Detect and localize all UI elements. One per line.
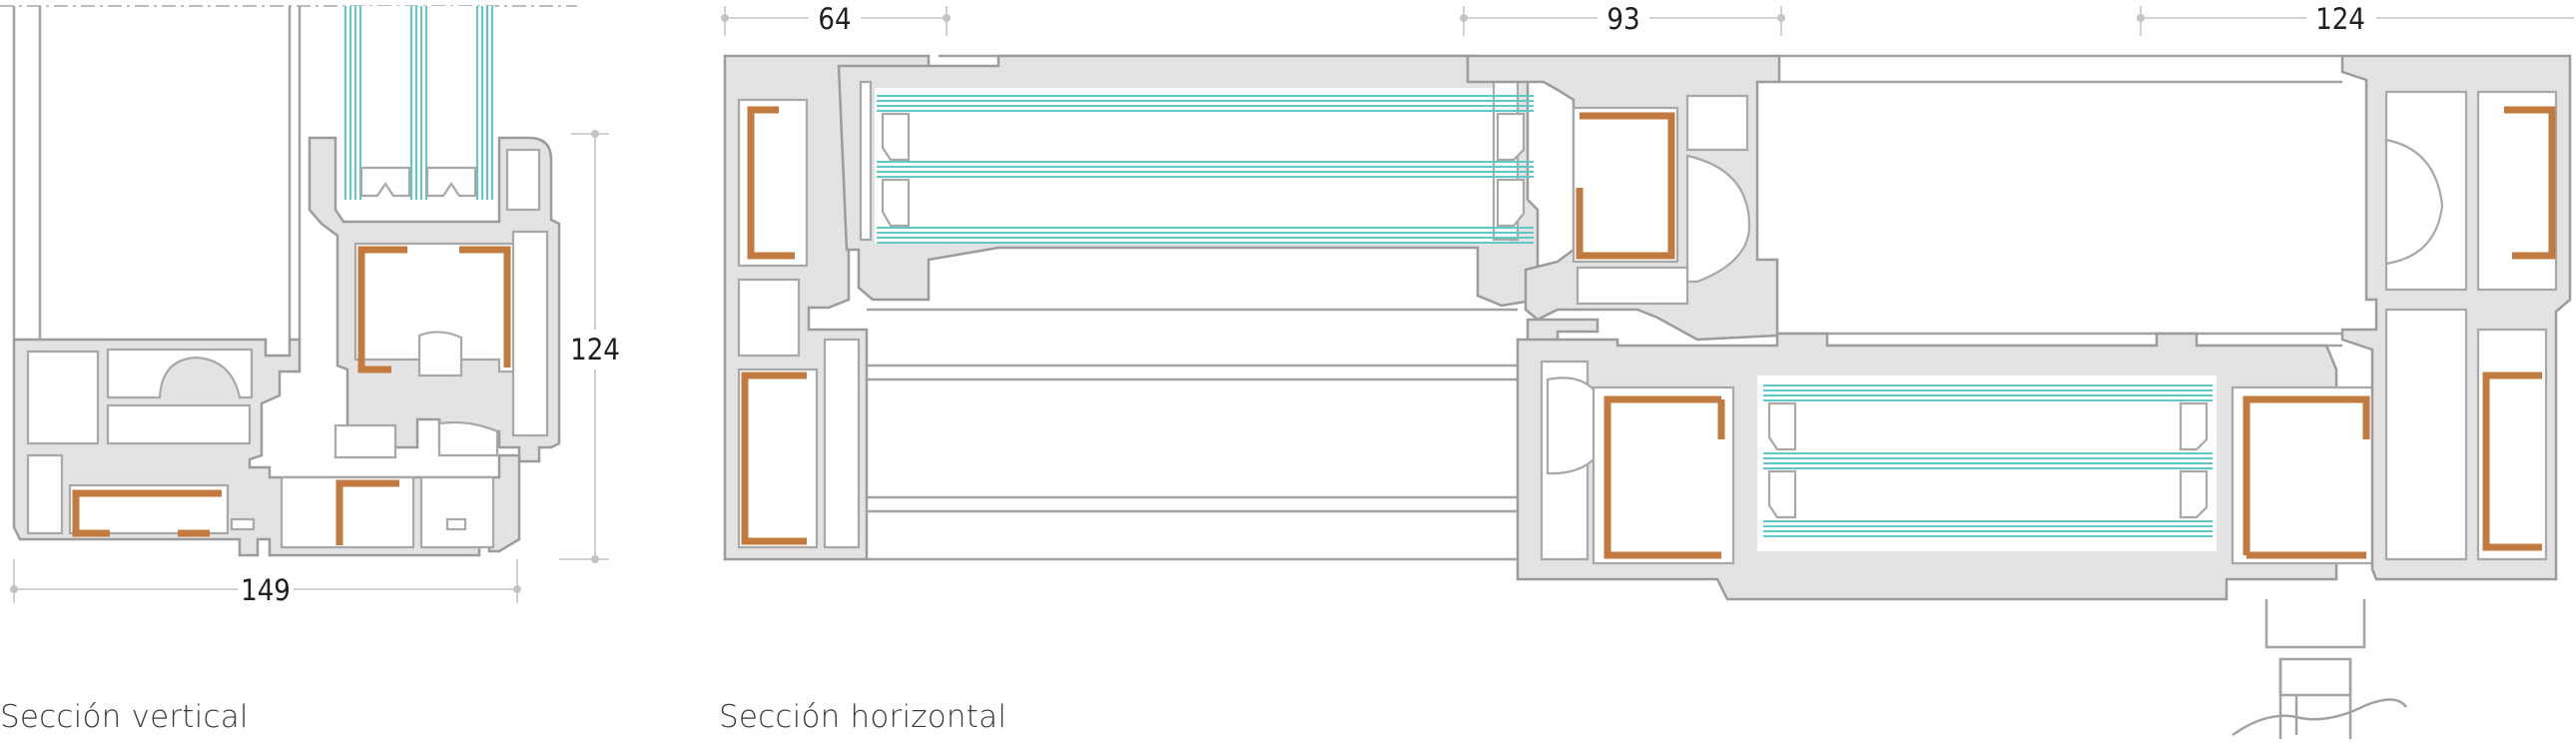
horizontal-left-dimension: 64 [818,2,851,36]
vertical-dimensions [10,130,625,606]
horizontal-section-drawing [723,54,2572,739]
horizontal-section-caption: Sección horizontal [719,699,1007,735]
horizontal-dimensions [721,2,2574,36]
horizontal-glazing-left [877,95,1534,244]
horizontal-glazing-right [1763,384,2213,537]
horizontal-right-dimension: 124 [2315,2,2365,36]
vertical-section-drawing [0,5,577,557]
vertical-glazing [343,6,495,202]
vertical-width-dimension: 149 [241,573,291,607]
vertical-section-caption: Sección vertical [0,699,249,735]
horizontal-middle-dimension: 93 [1607,2,1639,36]
vertical-height-dimension: 124 [570,333,620,367]
